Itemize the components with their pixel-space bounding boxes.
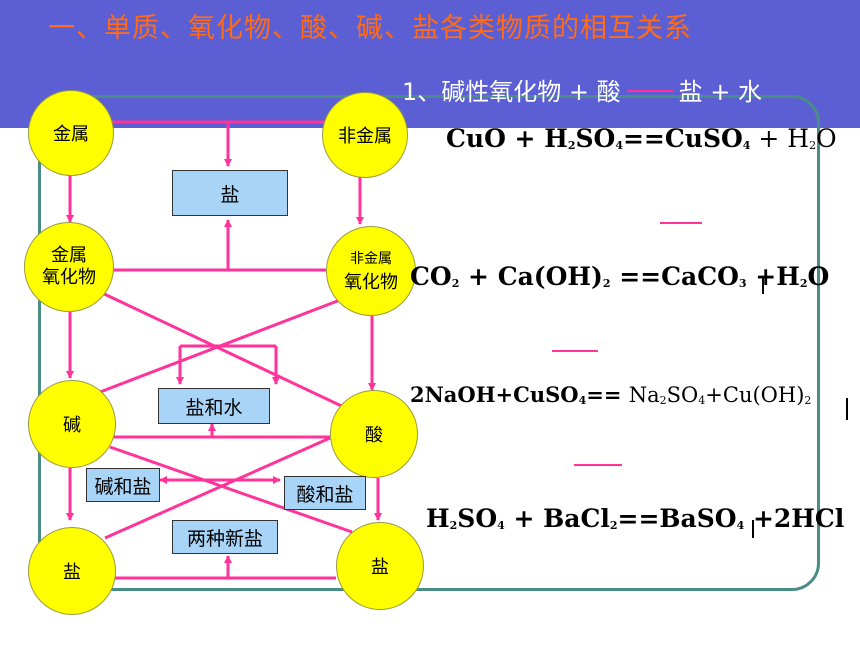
node-salt-right: 盐 <box>336 522 424 610</box>
node-metal-oxide-bottom: 氧化物 <box>42 267 96 288</box>
precipitate-arrow-icon-3 <box>752 520 754 538</box>
box-base-and-salt: 碱和盐 <box>86 468 160 502</box>
box-acid-and-salt: 酸和盐 <box>284 476 366 510</box>
arrow-eq3-icon <box>552 350 598 352</box>
precipitate-arrow-icon-2 <box>846 398 848 420</box>
arrow-eq4-icon <box>574 464 622 466</box>
node-nonmetal-oxide-top: 非金属 <box>350 251 392 267</box>
node-metal-oxide: 金属 氧化物 <box>24 222 114 312</box>
header-band <box>0 0 860 128</box>
subtitle-arrow-icon <box>626 90 673 92</box>
subtitle-right: 盐 + 水 <box>678 78 763 106</box>
node-salt-left: 盐 <box>28 527 116 615</box>
equation-4: H2SO4 + BaCl2==BaSO4 +2HCl <box>426 504 845 533</box>
page-title: 一、单质、氧化物、酸、碱、盐各类物质的相互关系 <box>48 13 692 44</box>
node-nonmetal: 非金属 <box>322 92 408 178</box>
precipitate-arrow-icon <box>762 278 764 294</box>
cross-line-4 <box>104 436 331 540</box>
arrow-eq2-icon <box>660 222 702 224</box>
node-acid: 酸 <box>330 390 418 478</box>
equation-2: CO2 + Ca(OH)2 ==CaCO3 +H2O <box>410 262 830 291</box>
node-nonmetal-oxide: 非金属 氧化物 <box>326 226 416 316</box>
section-subtitle: 1、碱性氧化物 + 酸 盐 + 水 <box>402 72 762 107</box>
node-nonmetal-oxide-bottom: 氧化物 <box>344 272 398 293</box>
cross-line-1 <box>99 290 351 412</box>
box-salt: 盐 <box>172 170 288 216</box>
node-base: 碱 <box>28 380 116 468</box>
subtitle-left: 1、碱性氧化物 + 酸 <box>402 78 621 106</box>
diagram-frame <box>38 95 820 591</box>
cross-line-3 <box>109 445 353 534</box>
box-two-new-salts: 两种新盐 <box>172 520 278 554</box>
box-salt-and-water: 盐和水 <box>158 388 270 424</box>
equation-1: CuO + H2SO4==CuSO4 + H2O <box>446 124 837 153</box>
node-metal-oxide-top: 金属 <box>51 245 87 266</box>
node-metal: 金属 <box>28 90 114 176</box>
equation-3: 2NaOH+CuSO4== Na2SO4+Cu(OH)2 <box>410 382 812 407</box>
